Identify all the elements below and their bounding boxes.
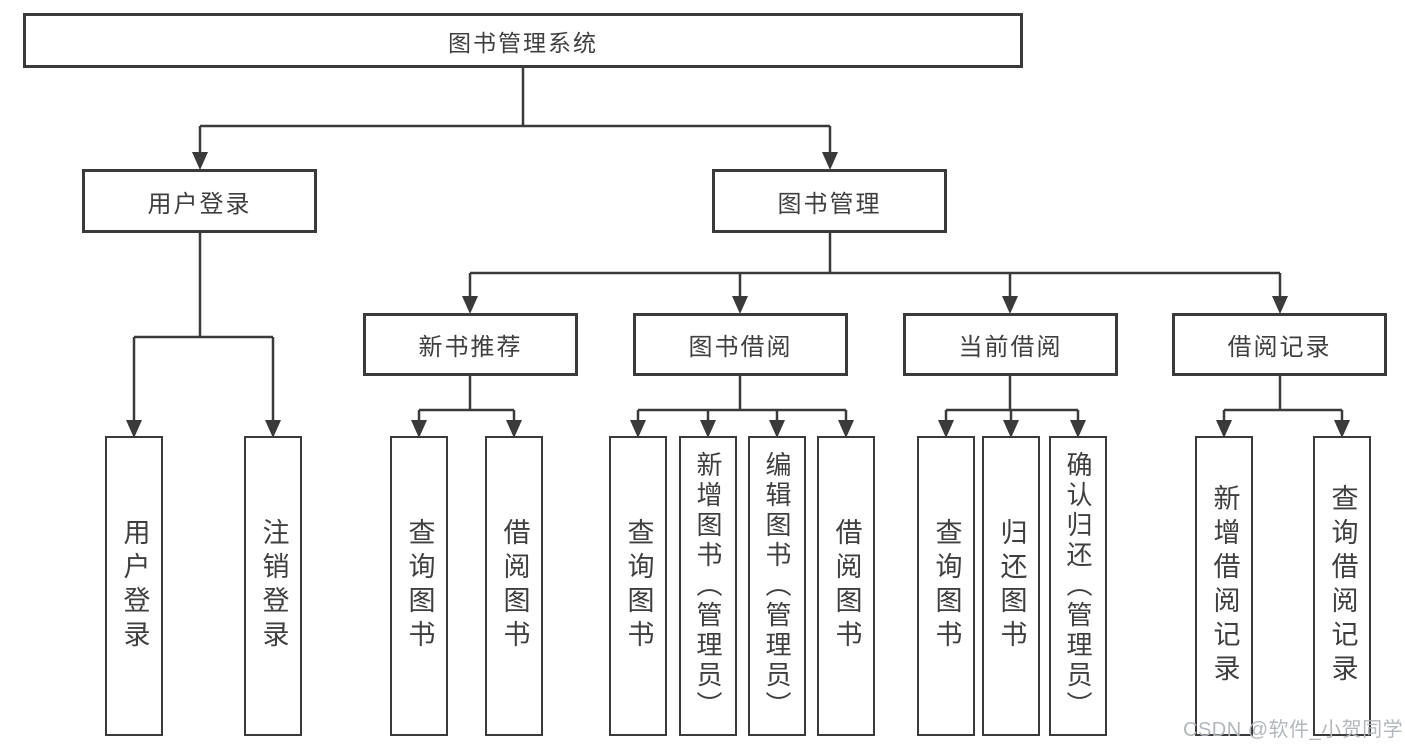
node-new-book-recommend: 新书推荐	[363, 313, 578, 376]
leaf-return-book: 归还图书	[982, 436, 1040, 736]
node-current-borrow: 当前借阅	[903, 313, 1118, 376]
leaf-label: 查询图书	[404, 518, 435, 654]
leaf-query-borrow-record: 查询借阅记录	[1313, 436, 1371, 736]
leaf-borrow-books: 借阅图书	[817, 436, 875, 736]
leaf-query-books-borrow: 查询图书	[609, 436, 667, 736]
node-user-login: 用户登录	[82, 169, 317, 233]
leaf-query-books-current: 查询图书	[917, 436, 975, 736]
leaf-label: 借阅图书	[831, 518, 862, 654]
leaf-query-books-recommend: 查询图书	[390, 436, 448, 736]
leaf-label: 编辑图书（管理员）	[762, 451, 792, 721]
leaf-borrow-books-recommend: 借阅图书	[485, 436, 543, 736]
leaf-logout: 注销登录	[244, 436, 302, 736]
leaf-add-borrow-record: 新增借阅记录	[1195, 436, 1253, 736]
leaf-label: 借阅图书	[499, 518, 530, 654]
leaf-label: 归还图书	[996, 518, 1027, 654]
node-book-management: 图书管理	[712, 169, 947, 233]
node-borrow-records: 借阅记录	[1172, 313, 1387, 376]
leaf-label: 新增图书（管理员）	[693, 451, 723, 721]
leaf-confirm-return-admin: 确认归还（管理员）	[1049, 436, 1107, 736]
leaf-user-login: 用户登录	[105, 436, 163, 736]
leaf-edit-book-admin: 编辑图书（管理员）	[748, 436, 806, 736]
leaf-label: 查询借阅记录	[1327, 484, 1358, 688]
leaf-label: 注销登录	[258, 518, 289, 654]
leaf-label: 用户登录	[119, 518, 150, 654]
leaf-label: 新增借阅记录	[1209, 484, 1240, 688]
leaf-add-book-admin: 新增图书（管理员）	[679, 436, 737, 736]
node-root: 图书管理系统	[23, 13, 1023, 68]
csdn-watermark: CSDN @软件_小贺同学	[1183, 719, 1404, 741]
leaf-label: 查询图书	[931, 518, 962, 654]
leaf-label: 确认归还（管理员）	[1063, 451, 1093, 721]
node-book-borrow: 图书借阅	[633, 313, 848, 376]
leaf-label: 查询图书	[623, 518, 654, 654]
